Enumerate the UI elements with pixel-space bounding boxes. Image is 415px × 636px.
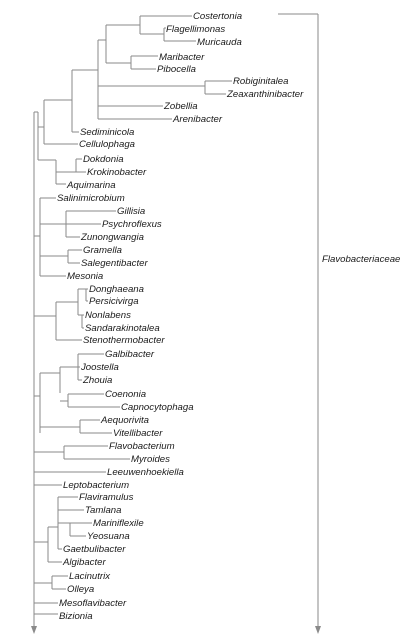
taxon-label: Dokdonia	[83, 154, 124, 165]
taxon-label: Myroides	[131, 454, 170, 465]
family-bracket: Flavobacteriaceae	[278, 13, 400, 634]
taxon-label: Salinimicrobium	[57, 193, 125, 204]
taxon-label: Flagellimonas	[166, 24, 225, 35]
bracket-arrow-icon	[315, 626, 321, 634]
taxon-label: Yeosuana	[87, 531, 130, 542]
taxon-label: Robiginitalea	[233, 76, 288, 87]
taxon-label: Mesonia	[67, 271, 103, 282]
taxon-label: Sandarakinotalea	[85, 323, 160, 334]
taxon-label: Olleya	[67, 584, 94, 595]
family-label: Flavobacteriaceae	[322, 254, 400, 265]
taxon-label: Joostella	[80, 362, 119, 373]
taxon-label: Pibocella	[157, 64, 196, 75]
taxon-label: Salegentibacter	[81, 258, 148, 269]
taxon-label: Leeuwenhoekiella	[107, 467, 184, 478]
taxon-label: Bizionia	[59, 611, 93, 622]
taxon-label: Zhouia	[82, 375, 112, 386]
taxon-label: Aequorivita	[100, 415, 149, 426]
taxon-label: Mesoflavibacter	[59, 598, 127, 609]
taxon-label: Arenibacter	[172, 114, 223, 125]
taxon-label: Gramella	[83, 245, 122, 256]
taxon-label: Aquimarina	[66, 180, 116, 191]
root-arrow-icon	[31, 626, 37, 634]
taxon-labels: Costertonia Flagellimonas Muricauda Mari…	[57, 11, 304, 622]
taxon-label: Vitellibacter	[113, 428, 163, 439]
taxon-label: Capnocytophaga	[121, 402, 194, 413]
taxon-label: Zeaxanthinibacter	[226, 89, 304, 100]
taxon-label: Zunongwangia	[80, 232, 144, 243]
taxon-label: Coenonia	[105, 389, 146, 400]
taxon-label: Flavobacterium	[109, 441, 175, 452]
taxon-label: Stenothermobacter	[83, 335, 165, 346]
tree-branches	[31, 15, 232, 634]
taxon-label: Flaviramulus	[79, 492, 134, 503]
taxon-label: Galbibacter	[105, 349, 155, 360]
taxon-label: Muricauda	[197, 37, 242, 48]
taxon-label: Maribacter	[159, 52, 205, 63]
taxon-label: Mariniflexile	[93, 518, 144, 529]
taxon-label: Psychroflexus	[102, 219, 162, 230]
taxon-label: Gillisia	[117, 206, 145, 217]
taxon-label: Donghaeana	[89, 284, 144, 295]
taxon-label: Sediminicola	[80, 127, 134, 138]
taxon-label: Leptobacterium	[63, 480, 129, 491]
taxon-label: Lacinutrix	[69, 571, 111, 582]
taxon-label: Zobellia	[163, 101, 198, 112]
taxon-label: Gaetbulibacter	[63, 544, 126, 555]
taxon-label: Tamlana	[85, 505, 121, 516]
taxon-label: Costertonia	[193, 11, 242, 22]
taxon-label: Krokinobacter	[87, 167, 147, 178]
taxon-label: Algibacter	[62, 557, 106, 568]
taxon-label: Cellulophaga	[79, 139, 135, 150]
taxon-label: Nonlabens	[85, 310, 131, 321]
taxon-label: Persicivirga	[89, 296, 139, 307]
